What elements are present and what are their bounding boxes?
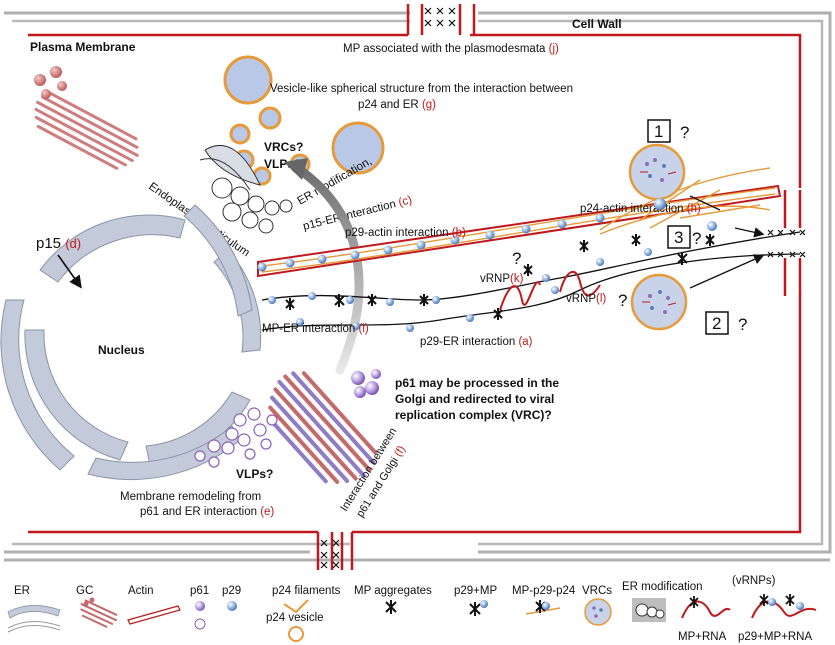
vrc-bubble-1 [628, 143, 686, 210]
p15-arrow [57, 254, 82, 289]
membrane-remodeling-line2: p61 and ER interaction (e) [140, 506, 274, 518]
box-3: 3 ? [667, 225, 701, 249]
vrnp-rna [499, 270, 601, 311]
vlps-bottom [194, 407, 278, 468]
mp-plasmodesmata-label: MP associated with the plasmodesmata (j) [343, 43, 559, 55]
vesicle-label-line1: Vesicle-like spherical structure from th… [270, 83, 573, 95]
legend-mp-rna-icon [681, 596, 731, 619]
bubble2-arrow [689, 254, 765, 289]
legend-p61-open [194, 618, 206, 630]
plasma-membrane [28, 4, 802, 570]
vrnp-k-label: vRNP(k) [480, 273, 524, 285]
p61-label-line3: replication complex (VRC)? [395, 408, 552, 422]
p29-er-label: p29-ER interaction (a) [420, 336, 533, 348]
legend-mp-p29-p24-icon [525, 600, 561, 615]
p24-actin-label: p24-actin interaction (h) [580, 203, 701, 215]
p61-label-line1: p61 may be processed in the [395, 376, 559, 390]
legend-p29-icon [227, 601, 237, 611]
mp-p29-p24-dot [707, 221, 717, 231]
legend-vrcs-label: VRCs [582, 585, 612, 597]
legend-p24-filaments-label: p24 filaments [272, 585, 341, 597]
cell-wall-label: Cell Wall [572, 17, 622, 31]
mp-near-box3 [705, 234, 715, 246]
legend-p24-filaments-icon [283, 599, 309, 614]
p24-filaments [261, 167, 776, 273]
legend-p29-mp-rna-icon [751, 594, 817, 619]
svg-text:3: 3 [674, 228, 683, 247]
legend-p24-vesicle-icon [288, 626, 304, 642]
legend: ER GC Actin p61 p29 p24 filaments p24 ve… [7, 575, 817, 643]
legend-p29-mp-icon [469, 600, 488, 616]
legend-p61-label: p61 [190, 585, 209, 597]
legend-p29-mp-label: p29+MP [454, 585, 497, 597]
p29-on-actin [257, 213, 605, 272]
vrc-bubble-2 [630, 273, 688, 331]
er-modification-structure [199, 145, 293, 234]
p29-on-er [268, 248, 652, 332]
legend-gc-icon [80, 597, 118, 628]
legend-gc-label: GC [76, 585, 93, 597]
p15-label: p15 (d) [36, 235, 81, 252]
svg-text:2: 2 [712, 314, 721, 333]
golgi-top-left [34, 66, 139, 170]
p61-cluster [351, 369, 381, 398]
legend-mp-aggregates-label: MP aggregates [354, 585, 432, 597]
mp-er-label: MP-ER interaction (i) [262, 323, 369, 335]
plasmodesmata-top [424, 7, 456, 27]
legend-er-modification-label: ER modification [622, 581, 703, 593]
vrnp-k-question: ? [512, 249, 521, 268]
vrnp-l-label: vRNP(l) [566, 293, 606, 305]
plasmodesmata-bottom [320, 539, 340, 569]
golgi-bottom [267, 371, 377, 484]
svg-text:?: ? [738, 315, 747, 334]
box-2: 2 ? [705, 311, 747, 335]
membrane-remodeling-line1: Membrane remodeling from [120, 491, 261, 503]
legend-p29-label: p29 [222, 585, 241, 597]
legend-actin-icon [127, 605, 181, 625]
plasma-membrane-label: Plasma Membrane [30, 40, 136, 54]
vrnp-l-question: ? [618, 291, 627, 310]
legend-vrcs-icon [584, 598, 612, 626]
vlps-question-bottom-label: VLPs? [236, 467, 273, 481]
nucleus-label: Nucleus [98, 343, 145, 357]
mp-aggregates [285, 234, 688, 320]
bubble1-arrow [689, 195, 721, 211]
legend-actin-label: Actin [128, 585, 154, 597]
legend-er-label: ER [14, 585, 30, 597]
golgi-to-vrc-arrow [284, 158, 364, 375]
p61-label-line2: Golgi and redirected to viral [395, 392, 554, 406]
legend-er-modification-icon [632, 598, 666, 622]
cell-wall [4, 11, 832, 562]
svg-text:?: ? [692, 229, 701, 248]
svg-text:?: ? [680, 123, 689, 142]
legend-p24-vesicle-label: p24 vesicle [266, 612, 324, 624]
p29-actin-label: p29-actin interaction (b) [345, 227, 466, 239]
svg-text:1: 1 [654, 122, 663, 141]
vesicle-label-line2: p24 and ER (g) [358, 99, 436, 111]
legend-p29-mp-rna-label: p29+MP+RNA [738, 631, 812, 643]
box-1: 1 ? [647, 119, 689, 143]
legend-mp-p29-p24-label: MP-p29-p24 [512, 585, 576, 597]
legend-mp-rna-label: MP+RNA [678, 631, 727, 643]
legend-er-icon [7, 605, 61, 633]
vrcs-question-label: VRCs? [264, 140, 303, 154]
legend-p61-filled [195, 601, 205, 611]
legend-mp-aggregates-icon [385, 600, 397, 614]
legend-vrnps-label: (vRNPs) [732, 575, 776, 587]
box3-arrow [734, 227, 765, 238]
